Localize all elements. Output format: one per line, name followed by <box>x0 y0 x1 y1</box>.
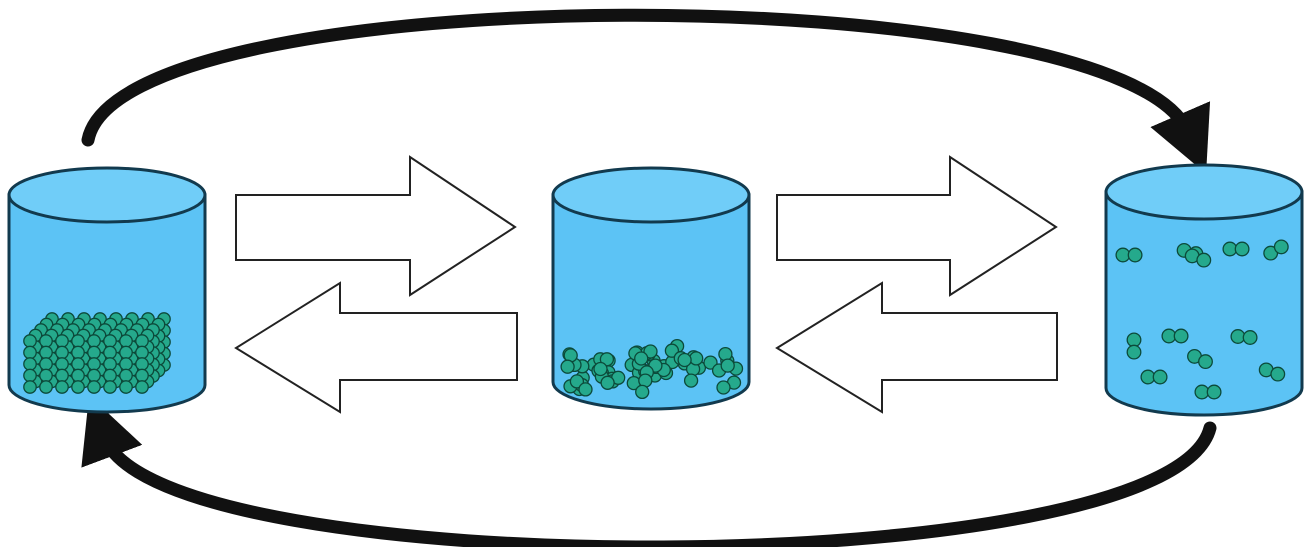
particle <box>23 380 37 394</box>
particle-pair <box>600 375 615 390</box>
particle <box>39 380 53 394</box>
particles-dispersed <box>1115 239 1289 400</box>
particle <box>55 345 69 360</box>
particle <box>103 334 117 348</box>
particle <box>55 357 69 371</box>
top-cycle-arrow <box>81 8 1210 174</box>
particle-pair <box>720 358 735 373</box>
particle-pair <box>1242 330 1258 345</box>
particle <box>135 357 149 371</box>
particle-pair <box>1198 354 1213 370</box>
particle <box>135 345 149 360</box>
block-arrow-right-1 <box>235 155 517 297</box>
container-right <box>1104 163 1304 417</box>
particle <box>39 368 53 383</box>
particles-random-pile <box>560 338 744 400</box>
particle-pair <box>578 382 593 397</box>
particle <box>135 368 149 383</box>
particle <box>103 380 117 394</box>
particle-pair <box>569 374 585 389</box>
particle-pair <box>1234 241 1250 257</box>
particle <box>55 368 69 383</box>
block-arrow-left-1 <box>234 281 518 414</box>
particle-pair <box>635 384 650 400</box>
particle <box>71 345 85 360</box>
container-right-body <box>1104 190 1304 417</box>
particle <box>87 368 101 383</box>
particle <box>71 380 85 394</box>
particle <box>119 368 133 383</box>
particle-pair <box>1270 366 1286 382</box>
particle <box>119 357 133 371</box>
bottom-cycle-arrow <box>81 395 1217 547</box>
container-middle <box>551 166 751 411</box>
particle <box>119 380 133 394</box>
particles-crystal-lattice <box>23 312 171 394</box>
particle <box>39 345 53 360</box>
particle <box>135 380 149 394</box>
particle-pair <box>634 351 649 366</box>
particle-pair <box>560 359 575 374</box>
particle <box>103 357 117 371</box>
particle-pair <box>716 380 731 395</box>
particle-pair <box>593 361 608 377</box>
particle-pair <box>1196 252 1212 268</box>
particle-pair <box>1126 344 1142 360</box>
particle <box>71 334 85 348</box>
particle-pair <box>1152 369 1168 385</box>
particle-pair <box>1173 328 1189 344</box>
particle-pair <box>683 373 699 388</box>
particle <box>23 345 37 360</box>
container-left-top <box>7 166 207 224</box>
particle <box>87 334 101 348</box>
particle <box>119 334 133 348</box>
particle-pair <box>1206 384 1222 400</box>
particle <box>103 368 117 383</box>
particle-pair <box>718 346 733 362</box>
particle <box>23 357 37 371</box>
particle <box>103 345 117 360</box>
particle-pair <box>1127 247 1143 263</box>
particle <box>87 345 101 360</box>
particle <box>87 357 101 371</box>
particle <box>71 357 85 371</box>
particle <box>55 334 69 348</box>
container-right-top <box>1104 163 1304 221</box>
particle-pair <box>689 351 704 366</box>
particle-pair <box>677 352 692 368</box>
particle <box>55 380 69 394</box>
particle-pair <box>599 352 615 367</box>
particle <box>87 380 101 394</box>
particle <box>119 345 133 360</box>
container-middle-top <box>551 166 751 224</box>
block-arrow-left-2 <box>775 281 1058 414</box>
particle <box>23 334 37 348</box>
particle <box>39 357 53 371</box>
particle <box>135 334 149 348</box>
block-arrow-right-2 <box>776 155 1058 297</box>
particle-pair <box>1230 329 1246 344</box>
particle <box>71 368 85 383</box>
particle <box>23 368 37 383</box>
container-left <box>7 166 207 414</box>
particle-pair <box>1273 239 1289 255</box>
particle <box>39 334 53 348</box>
